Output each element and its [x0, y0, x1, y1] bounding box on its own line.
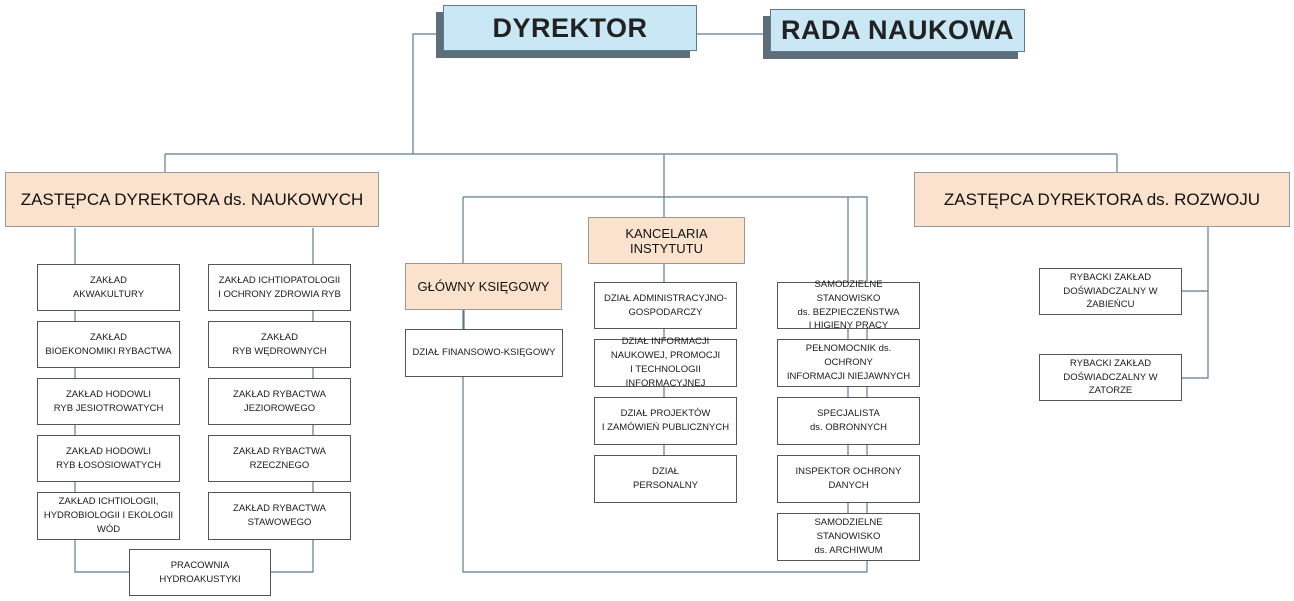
post-classified-info: PEŁNOMOCNIK ds. OCHRONY INFORMACJI NIEJA… — [777, 339, 920, 387]
unit-river-fisheries: ZAKŁAD RYBACTWA RZECZNEGO — [208, 435, 351, 482]
unit-zator-station: RYBACKI ZAKŁAD DOŚWIADCZALNY W ZATORZE — [1039, 354, 1182, 401]
finance-accounting-dept: DZIAŁ FINANSOWO-KSIĘGOWY — [405, 329, 563, 377]
scientific-council-box: RADA NAUKOWA — [770, 9, 1025, 52]
deputy-science-box: ZASTĘPCA DYREKTORA ds. NAUKOWYCH — [5, 172, 379, 227]
dept-scientific-information: DZIAŁ INFORMACJI NAUKOWEJ, PROMOCJI I TE… — [594, 336, 737, 389]
deputy-development-box: ZASTĘPCA DYREKTORA ds. ROZWOJU — [914, 172, 1290, 227]
post-archive: SAMODZIELNE STANOWISKO ds. ARCHIWUM — [777, 513, 920, 561]
unit-zabieniec-station: RYBACKI ZAKŁAD DOŚWIADCZALNY W ŻABIEŃCU — [1039, 268, 1182, 315]
post-health-safety: SAMODZIELNE STANOWISKO ds. BEZPIECZEŃSTW… — [777, 279, 920, 331]
chief-accountant-box: GŁÓWNY KSIĘGOWY — [405, 263, 562, 310]
unit-pond-fisheries: ZAKŁAD RYBACTWA STAWOWEGO — [208, 492, 351, 540]
post-data-protection: INSPEKTOR OCHRONY DANYCH — [777, 455, 920, 503]
unit-ichthyopathology: ZAKŁAD ICHTIOPATOLOGII I OCHRONY ZDROWIA… — [208, 264, 351, 311]
unit-aquaculture: ZAKŁAD AKWAKULTURY — [37, 264, 180, 311]
unit-hydroacoustics-lab: PRACOWNIA HYDROAKUSTYKI — [129, 549, 271, 596]
post-defense-specialist: SPECJALISTA ds. OBRONNYCH — [777, 397, 920, 445]
unit-fisheries-bioeconomics: ZAKŁAD BIOEKONOMIKI RYBACTWA — [37, 321, 180, 368]
connector-development-spine — [1181, 227, 1209, 379]
connector-center-frame — [462, 196, 868, 573]
dept-projects-procurement: DZIAŁ PROJEKTÓW I ZAMÓWIEŃ PUBLICZNYCH — [594, 397, 737, 445]
connector-director-left — [412, 33, 442, 154]
chancellery-box: KANCELARIA INSTYTUTU — [588, 217, 745, 264]
unit-lake-fisheries: ZAKŁAD RYBACTWA JEZIOROWEGO — [208, 378, 351, 425]
dept-personnel: DZIAŁ PERSONALNY — [594, 455, 737, 503]
unit-ichthyology-hydrobiology: ZAKŁAD ICHTIOLOGII, HYDROBIOLOGII I EKOL… — [37, 492, 180, 540]
unit-sturgeon-breeding: ZAKŁAD HODOWLI RYB JESIOTROWATYCH — [37, 378, 180, 425]
director-box: DYREKTOR — [443, 5, 697, 51]
unit-migratory-fish: ZAKŁAD RYB WĘDROWNYCH — [208, 321, 351, 368]
unit-salmonid-breeding: ZAKŁAD HODOWLI RYB ŁOSOSIOWATYCH — [37, 435, 180, 482]
dept-administration: DZIAŁ ADMINISTRACYJNO- GOSPODARCZY — [594, 282, 737, 329]
